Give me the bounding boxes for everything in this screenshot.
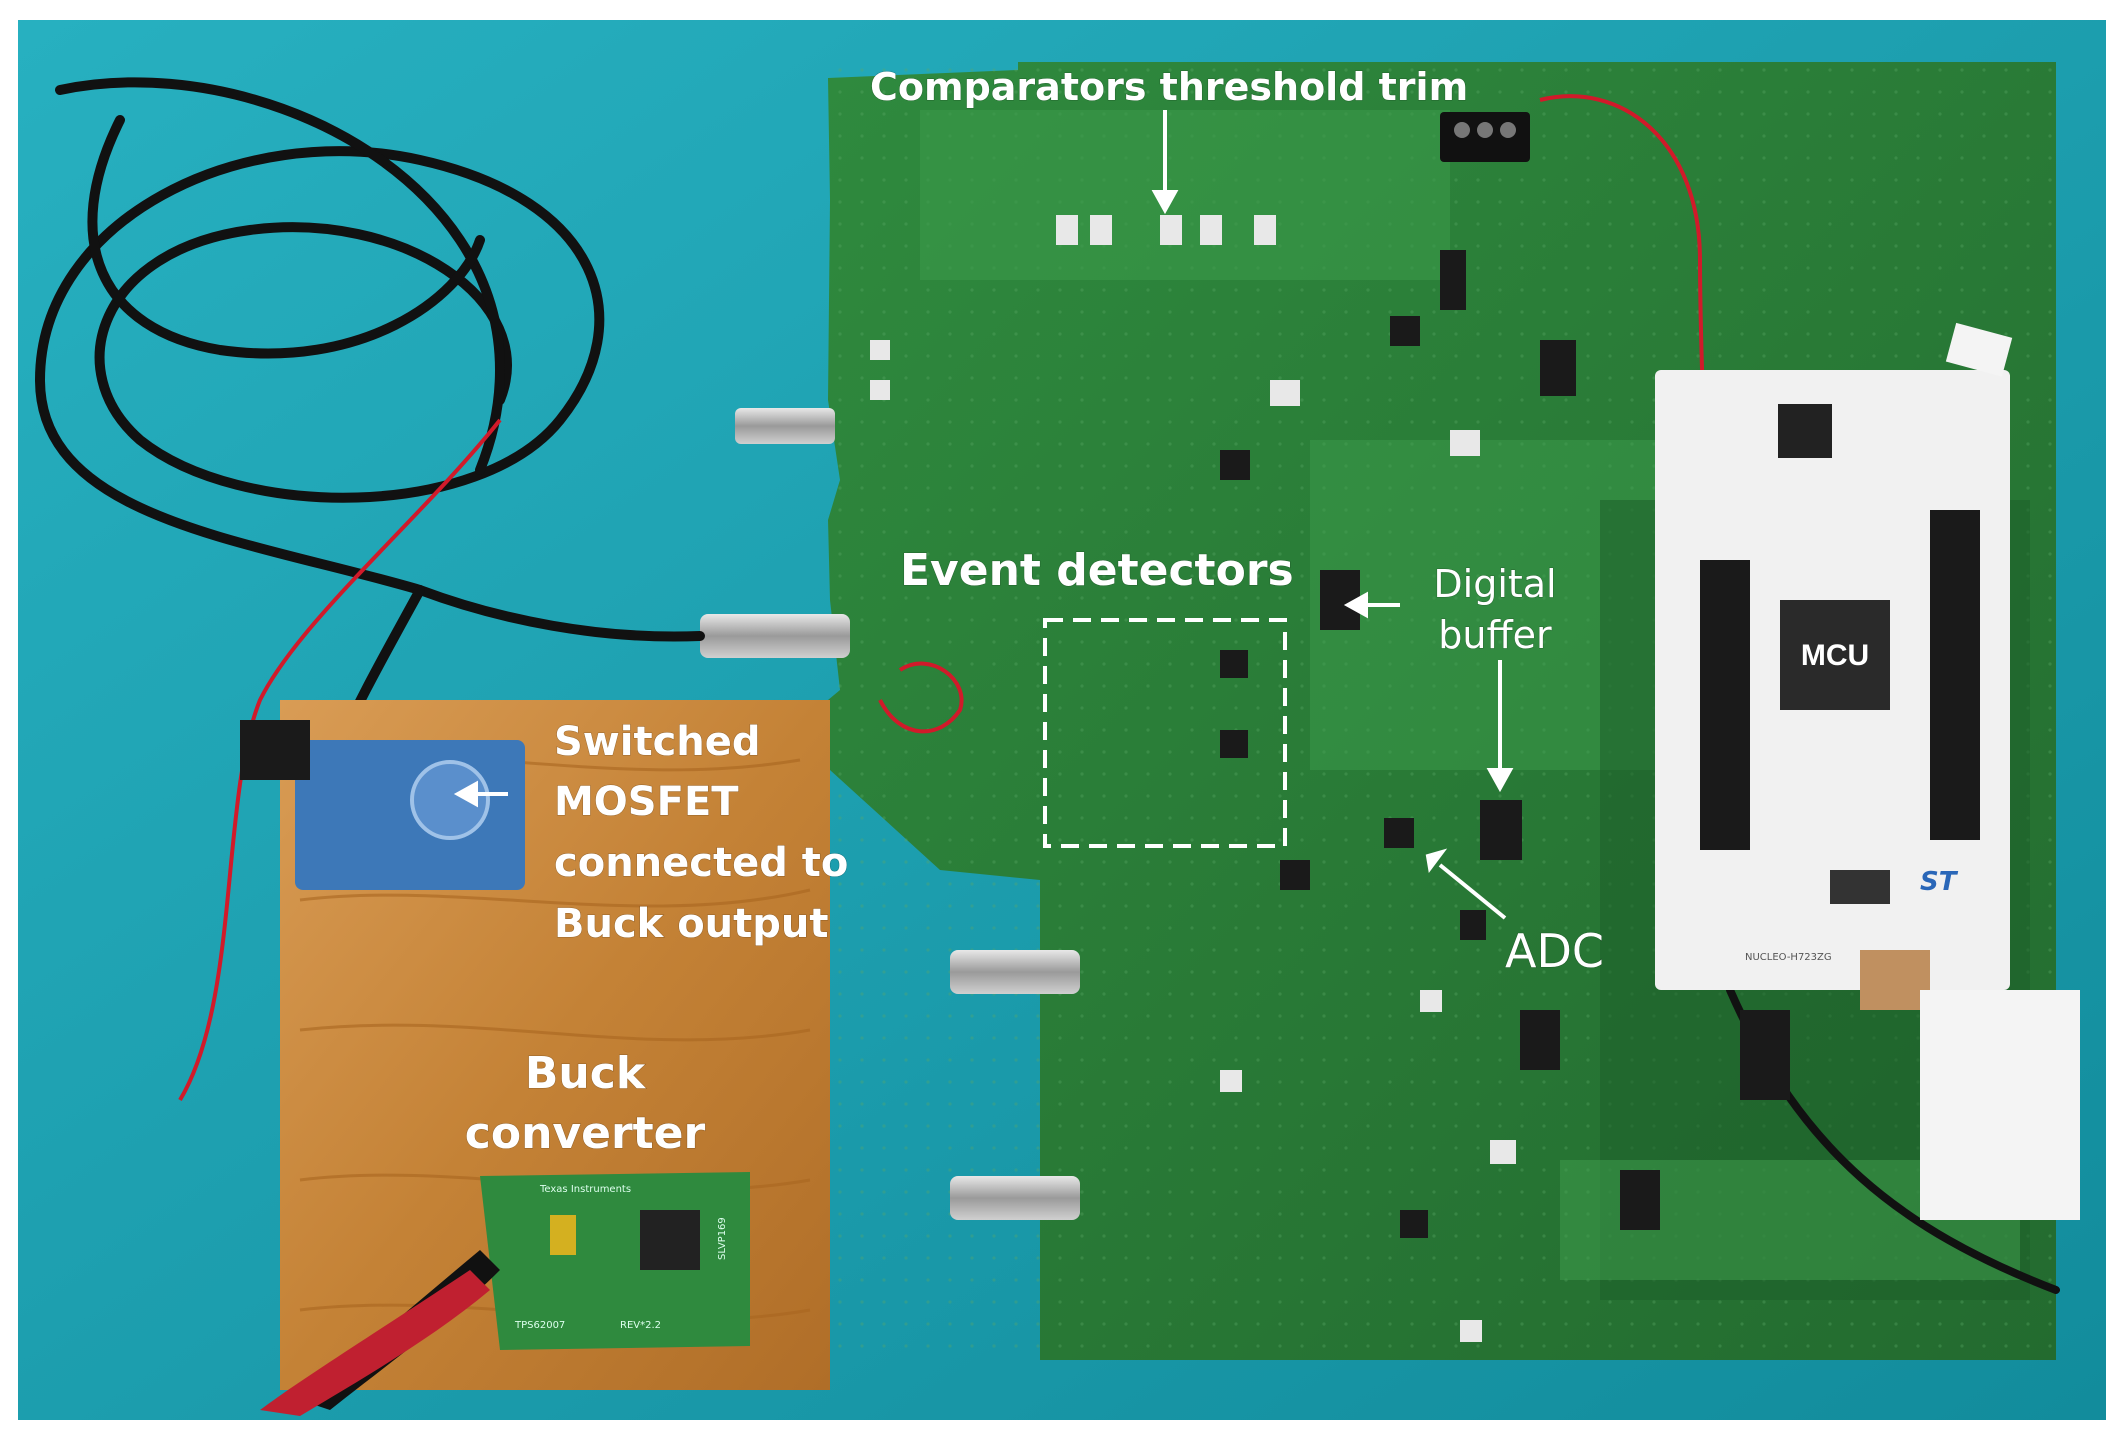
- buck-board-ti-text: Texas Instruments: [539, 1184, 631, 1195]
- switched-mosfet-label-2: MOSFET: [554, 779, 739, 825]
- switched-mosfet-label-3: connected to: [554, 840, 848, 886]
- switched-mosfet-label-4: Buck output: [554, 901, 829, 947]
- comparators-threshold-label: Comparators threshold trim: [870, 65, 1468, 109]
- adc-label: ADC: [1505, 924, 1604, 978]
- mcu-chip: [1780, 600, 1890, 710]
- buck-board-rev-text: REV*2.2: [620, 1320, 661, 1331]
- mosfet-module: [240, 720, 525, 890]
- event-detectors-box: [1043, 618, 1287, 848]
- digital-buffer-label-2: buffer: [1438, 613, 1552, 657]
- nucleo-text: NUCLEO-H723ZG: [1745, 952, 1832, 963]
- annotation-arrows: [453, 110, 1514, 920]
- buck-converter-label-1: Buck: [525, 1048, 647, 1099]
- mcu-chip-label: MCU: [1801, 639, 1869, 672]
- buck-converter-board: Texas Instruments TPS62007 REV*2.2 SLVP1…: [260, 1172, 750, 1416]
- digital-buffer-label-1: Digital: [1433, 562, 1556, 606]
- st-logo: ST: [1920, 867, 1959, 897]
- switched-mosfet-label-1: Switched: [554, 719, 761, 765]
- bnc-connectors: [700, 408, 1080, 1220]
- buck-board-part-text: TPS62007: [514, 1320, 565, 1331]
- event-detectors-label: Event detectors: [900, 545, 1294, 596]
- buck-converter-label-2: converter: [465, 1108, 706, 1159]
- buck-board-id-text: SLVP169: [717, 1217, 728, 1260]
- nucleo-board: MCU ST NUCLEO-H723ZG: [1655, 322, 2080, 1220]
